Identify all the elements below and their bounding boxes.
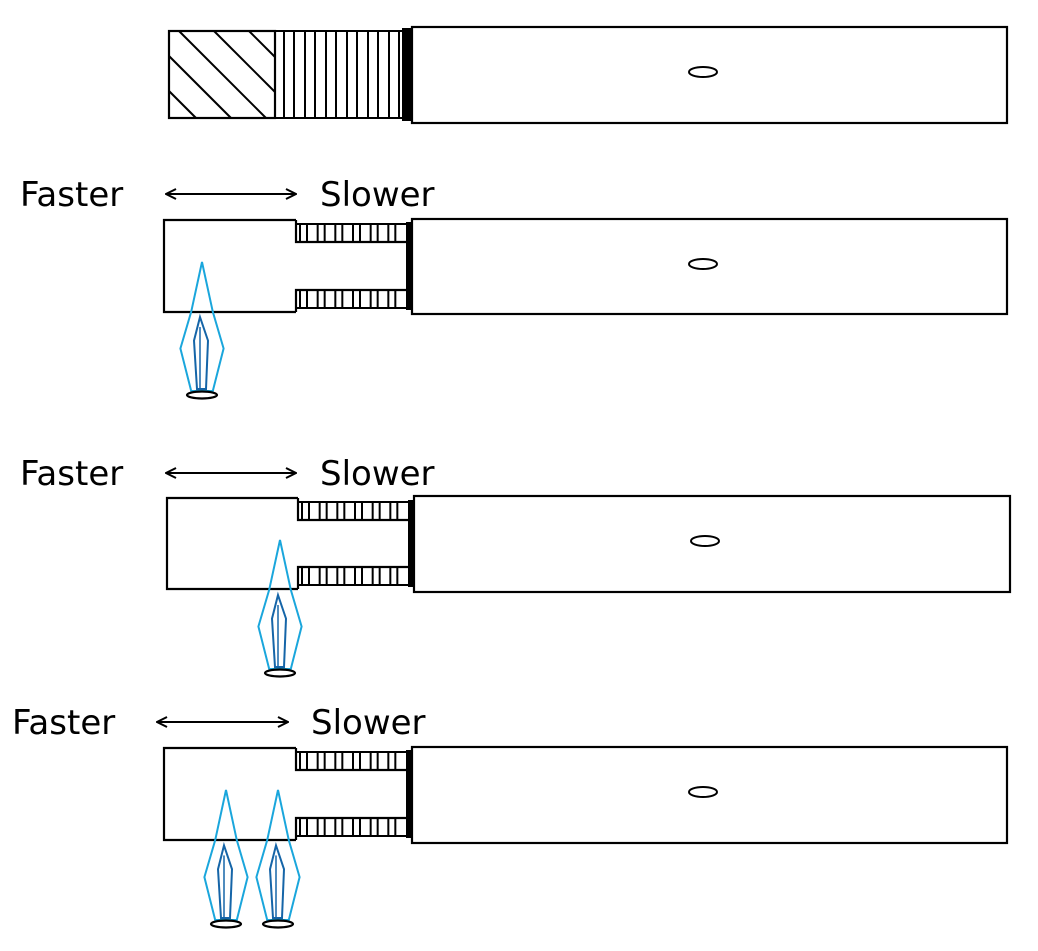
main-tube — [410, 217, 1009, 316]
burner-flame — [179, 261, 225, 400]
panel-4: Faster Slower — [12, 703, 1009, 929]
tube-hole — [688, 66, 718, 78]
tube-hole — [688, 786, 718, 798]
panel-3: Faster Slower — [20, 454, 1012, 678]
faster-label: Faster — [20, 175, 123, 215]
stepped-body — [162, 218, 412, 314]
burner-flame — [255, 789, 301, 929]
stepped-body — [165, 496, 414, 591]
panel-1 — [167, 25, 1009, 125]
slower-label: Slower — [320, 454, 435, 494]
tube-hole — [688, 258, 718, 270]
slower-label: Slower — [320, 175, 435, 215]
burner-flame — [203, 789, 249, 929]
panel-2: Faster Slower — [20, 175, 1009, 400]
stepped-body — [162, 746, 412, 842]
slower-label: Slower — [311, 703, 426, 743]
main-tube — [410, 25, 1009, 125]
main-tube — [410, 745, 1009, 845]
faster-label: Faster — [12, 703, 115, 743]
tube-hole — [690, 535, 720, 547]
cooling-fins — [275, 28, 413, 121]
hatched-end-block — [167, 29, 277, 120]
faster-label: Faster — [20, 454, 123, 494]
main-tube — [412, 494, 1012, 594]
burner-flame — [257, 539, 303, 678]
